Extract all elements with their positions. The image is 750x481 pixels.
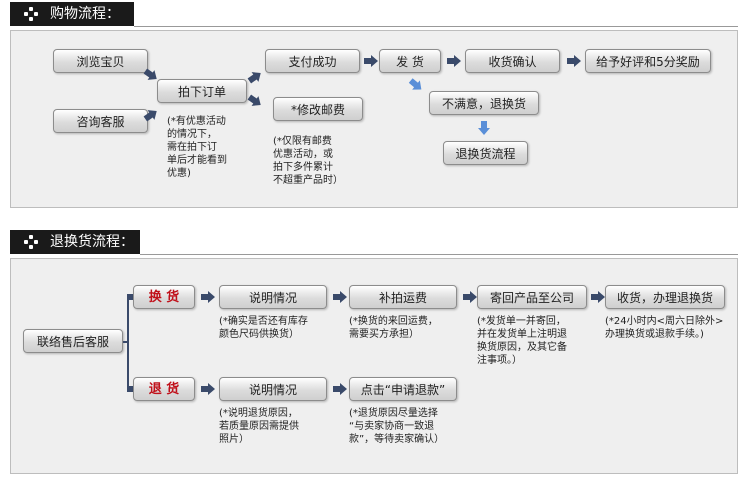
arrow-icon <box>333 291 347 303</box>
confirm-box: 收货确认 <box>465 49 560 73</box>
arrow-icon <box>201 383 215 395</box>
unsatisfied-box: 不满意，退换货 <box>429 91 539 115</box>
arrow-icon <box>142 66 160 84</box>
explain-note: (*确实是否还有库存 颜色尺码供换货） <box>219 316 308 340</box>
section-header-shopping: 购物流程： <box>10 2 134 26</box>
explain-box: 说明情况 <box>219 285 327 309</box>
header-rule <box>134 2 738 27</box>
refund-box: 退 货 <box>133 377 195 401</box>
arrow-icon <box>463 291 477 303</box>
arrow-icon <box>567 55 581 67</box>
return-flow-panel: 联络售后客服 换 货 退 货 说明情况 (*确实是否还有库存 颜色尺码供换货） … <box>10 258 738 474</box>
diamond-dots-icon <box>24 7 38 21</box>
apply-refund-box: 点击“申请退款” <box>349 377 457 401</box>
consult-box: 咨询客服 <box>53 109 148 133</box>
receive-box: 收货，办理退换货 <box>605 285 725 309</box>
arrow-icon <box>201 291 215 303</box>
section-title: 退换货流程： <box>50 234 134 250</box>
section-header-return: 退换货流程： <box>10 230 140 254</box>
order-note: (*有优惠活动 的情况下， 需在拍下订 单后才能看到 优惠) <box>167 116 227 179</box>
reship-fee-box: 补拍运费 <box>349 285 457 309</box>
explain-refund-note: (*说明退货原因， 若质量原因需提供 照片） <box>219 408 299 445</box>
contact-service-box: 联络售后客服 <box>23 329 123 353</box>
modify-postage-box: *修改邮费 <box>273 97 363 121</box>
arrow-icon <box>333 383 347 395</box>
exchange-box: 换 货 <box>133 285 195 309</box>
diamond-dots-icon <box>24 235 38 249</box>
reship-note: (*换货的来回运费， 需要买方承担） <box>349 316 438 340</box>
arrow-icon <box>246 92 264 110</box>
send-back-box: 寄回产品至公司 <box>477 285 587 309</box>
arrow-icon <box>447 55 461 67</box>
rate-box: 给予好评和5分奖励 <box>585 49 711 73</box>
explain-box: 说明情况 <box>219 377 327 401</box>
arrow-icon <box>246 68 264 86</box>
send-back-note: (*发货单一并寄回， 并在发货单上注明退 换货原因，及其它备 注事项。） <box>477 316 567 366</box>
arrow-icon <box>407 76 425 94</box>
ship-box: 发 货 <box>379 49 441 73</box>
arrow-icon <box>591 291 605 303</box>
connector-line <box>127 296 129 388</box>
order-box: 拍下订单 <box>157 79 247 103</box>
apply-refund-note: (*退货原因尽量选择 “与卖家协商一致退 款”，等待卖家确认） <box>349 408 445 445</box>
arrow-icon <box>478 121 490 135</box>
connector-line <box>123 341 129 343</box>
browse-box: 浏览宝贝 <box>53 49 148 73</box>
arrow-icon <box>364 55 378 67</box>
shopping-flow-panel: 浏览宝贝 咨询客服 拍下订单 (*有优惠活动 的情况下， 需在拍下订 单后才能看… <box>10 30 738 208</box>
pay-box: 支付成功 <box>265 49 360 73</box>
section-title: 购物流程： <box>50 6 120 22</box>
header-rule <box>140 230 738 255</box>
return-process-box: 退换货流程 <box>443 141 528 165</box>
arrow-icon <box>142 106 160 124</box>
postage-note: (*仅限有邮费 优惠活动，或 拍下多件累计 不超重产品时） <box>273 136 343 186</box>
receive-note: (*24小时内<周六日除外> 办理换货或退款手续。) <box>605 316 724 340</box>
